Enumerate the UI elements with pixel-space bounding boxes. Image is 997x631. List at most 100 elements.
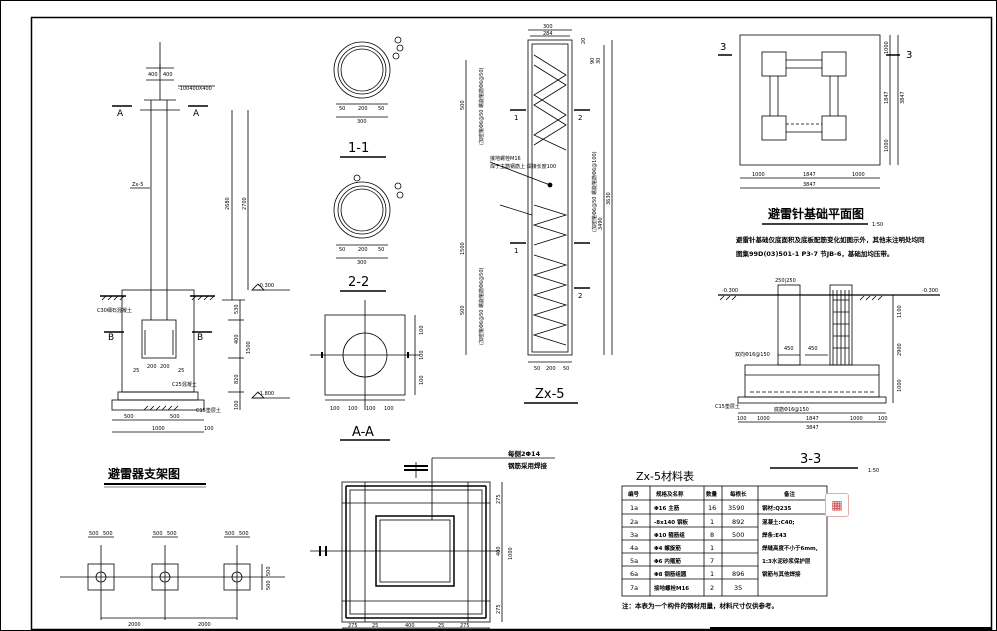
s3-label-c15: C15垫层土 <box>715 403 740 410</box>
s3-label-rebar-bottom: 底筋Φ16@150 <box>774 406 809 413</box>
cell-spec: Φ4 螺旋筋 <box>654 544 681 552</box>
section-3-scale: 1:50 <box>868 468 879 474</box>
fp-cut-right: 3 <box>906 50 912 61</box>
cell-no: 4a <box>630 544 638 552</box>
support-dim-1500: 1500 <box>246 341 252 354</box>
cell-spec: Φ16 主筋 <box>654 504 680 512</box>
footing-detail-drawing <box>310 457 555 629</box>
fd-dim-b1: 275 <box>348 623 358 629</box>
s3-dim-b3: 1847 <box>806 416 819 422</box>
cell-remark: 钢筋与其他焊接 <box>762 570 801 578</box>
col-dim-30: 30 <box>596 58 602 64</box>
cell-length: 35 <box>734 584 742 592</box>
support-dim-200b: 200 <box>160 364 170 370</box>
seca-dim-6: 100 <box>419 350 425 360</box>
support-frame-text: 400 400 -100400X400 A A Zx-5 2680 2700 5… <box>97 72 274 481</box>
cell-no: 7a <box>630 584 638 592</box>
cell-spec: Φ10 箍筋组 <box>654 531 685 539</box>
material-table-footnote: 注：本表为一个构件的钢材用量，材料尺寸仅供参考。 <box>622 601 778 610</box>
column-zx5-text: 300 284 20 90 30 3630 3490 500 1500 500 … <box>460 24 612 402</box>
level-bottom: -1.800 <box>258 391 274 397</box>
seca-dim-1: 100 <box>330 406 340 412</box>
section-a-text: 100 100 100 100 100 100 100 A-A <box>330 325 425 440</box>
table-header-row: 编号 规格及名称 数量 每根长 备注 <box>628 490 796 498</box>
seca-dim-4: 100 <box>384 406 394 412</box>
column-title: Zx-5 <box>535 387 565 402</box>
cell-qty: 7 <box>710 557 714 565</box>
fd-dim-b3: 400 <box>405 623 415 629</box>
section-mark-b-right: B <box>197 333 203 343</box>
support-frame-title: 避雷器支架图 <box>108 466 180 481</box>
drawing-frame <box>30 16 993 631</box>
col-dim-bottom-200: 200 <box>546 366 556 372</box>
col-cut-1: 1 <box>514 114 518 122</box>
support-plate-label: -100400X400 <box>178 86 212 92</box>
col-bolt-note-2: 焊于主筋钢筋上 焊接长度100 <box>490 163 556 170</box>
table-row: 5a Φ6 内箍筋 7 1:3水泥砂浆保护层 <box>630 557 811 565</box>
footing-plan-drawing <box>60 536 285 620</box>
fpl-dim-10: 500 <box>266 580 272 590</box>
col-note-bottom: (加密箍Φ6@50 螺旋箍筋Φ6@50) <box>478 268 485 345</box>
cell-qty: 2 <box>710 584 714 592</box>
section-1-drawing <box>333 36 404 118</box>
col-note-mid: (加密箍Φ6@50 螺旋箍筋Φ6@100) <box>591 151 598 232</box>
cell-spec: -8x140 钢板 <box>654 518 689 526</box>
col-cut-2: 1 <box>514 247 518 255</box>
col-dim-3490: 3490 <box>598 217 604 230</box>
frame-select-icon[interactable]: ▦ <box>825 493 849 517</box>
section-mark-a-right: A <box>193 109 200 119</box>
support-dim-2680: 2680 <box>225 197 231 210</box>
seca-dim-7: 100 <box>419 375 425 385</box>
cell-remark: 1:3水泥砂浆保护层 <box>762 557 811 565</box>
c25-label: C25混凝土 <box>172 381 197 388</box>
support-dim-820: 820 <box>234 374 240 384</box>
level-top: -0.300 <box>258 283 274 289</box>
cell-remark: 焊条:E43 <box>762 531 787 539</box>
s3-dim-r1: 1100 <box>897 305 903 318</box>
support-dim-400: 400 <box>234 334 240 344</box>
fd-dim-b5: 275 <box>460 623 470 629</box>
support-dim-base-500b: 500 <box>170 414 180 420</box>
fp-cut-left: 3 <box>720 42 726 53</box>
cell-qty: 16 <box>708 504 716 512</box>
support-dim-200a: 200 <box>147 364 157 370</box>
table-row: 1a Φ16 主筋 16 3590 钢材:Q235 <box>630 504 792 512</box>
support-dim-100: 100 <box>234 400 240 410</box>
support-dim-530: 530 <box>234 304 240 314</box>
foundation-plan-drawing <box>718 34 900 189</box>
fpl-dim-6: 500 <box>239 531 249 537</box>
cell-no: 1a <box>630 504 638 512</box>
section-2-text: 50 200 50 300 2-2 <box>339 247 384 290</box>
fpl-dim-9: 500 <box>266 566 272 576</box>
support-dim-base-1000: 1000 <box>152 426 165 432</box>
sec1-dim-50b: 50 <box>378 106 384 112</box>
sec2-dim-300: 300 <box>357 260 367 266</box>
section-2-drawing <box>333 174 404 259</box>
fp-dim-r1: 1000 <box>884 41 890 54</box>
c15-label: C15垫层土 <box>196 407 221 414</box>
sec1-dim-300: 300 <box>357 119 367 125</box>
s3-dim-b2: 1000 <box>757 416 770 422</box>
fpl-dim-4: 500 <box>167 531 177 537</box>
s3-label-rebar-top: 双向Φ16@150 <box>735 351 770 358</box>
fp-dim-b3: 1000 <box>852 172 865 178</box>
th-length: 每根长 <box>730 490 747 498</box>
col-dim-90: 90 <box>590 58 596 64</box>
fpl-dim-7: 2000 <box>128 622 141 628</box>
seca-dim-3: 100 <box>366 406 376 412</box>
sec1-dim-200: 200 <box>358 106 368 112</box>
section-1-text: 50 200 50 300 1-1 <box>339 106 384 156</box>
cell-no: 6a <box>630 570 638 578</box>
th-remark: 备注 <box>783 490 796 498</box>
foundation-note-1: 避雷针基础仅底面积及底板配筋变化如图示外，其他未注明处均同 <box>735 235 925 244</box>
cell-length: 896 <box>732 570 744 578</box>
material-table: Zx-5材料表 编号 规格及名称 数量 每根长 备注 1a Φ16 主筋 16 <box>621 469 828 610</box>
cell-length: 892 <box>732 518 744 526</box>
fd-dim-r4: 275 <box>496 604 502 614</box>
cell-spec: 接地螺栓M16 <box>654 584 689 592</box>
table-row: 4a Φ4 螺旋筋 1 焊缝高度不小于6mm, <box>630 544 818 552</box>
section-2-title: 2-2 <box>348 275 369 290</box>
support-dim-top-2: 400 <box>163 72 173 78</box>
